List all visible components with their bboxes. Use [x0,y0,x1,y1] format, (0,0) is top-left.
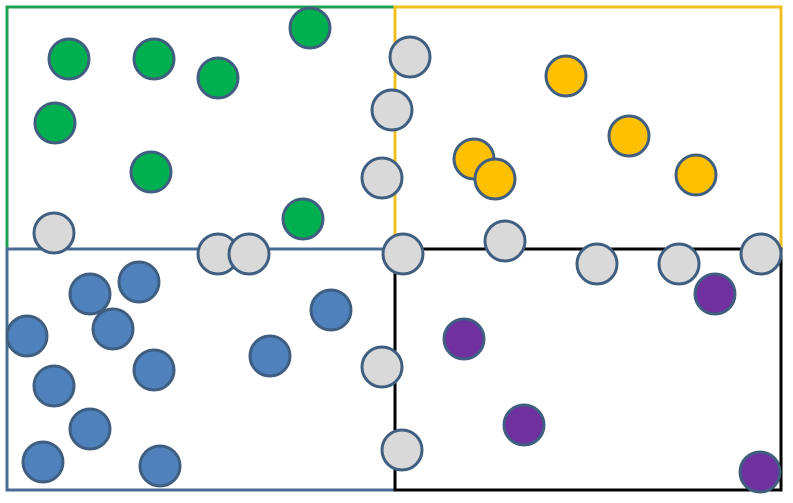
gray-boundary-node [227,232,271,276]
green-node [129,150,173,194]
yellow-node [607,114,651,158]
gray-boundary-node [483,219,527,263]
blue-node [309,288,353,332]
gray-boundary-node [380,428,424,472]
yellow-node [674,153,718,197]
purple-node [502,403,546,447]
purple-node [693,272,737,316]
gray-boundary-node [739,232,783,276]
green-node [196,56,240,100]
yellow-node [544,54,588,98]
gray-boundary-nodes [32,35,783,472]
blue-node [32,364,76,408]
blue-node [91,307,135,351]
gray-boundary-node [32,211,76,255]
purple-cluster [442,272,782,494]
gray-boundary-node [657,242,701,286]
gray-boundary-node [381,232,425,276]
green-node [47,37,91,81]
blue-node [248,334,292,378]
green-cluster [33,6,332,241]
green-node [132,37,176,81]
blue-node [138,444,182,488]
green-node [281,197,325,241]
yellow-cluster [452,54,718,201]
nodes-layer [5,6,783,494]
blue-node [132,348,176,392]
gray-boundary-node [370,88,414,132]
green-node [288,6,332,50]
region-top-right [393,5,783,251]
purple-node [442,317,486,361]
blue-cluster [5,260,353,488]
blue-node [21,440,65,484]
blue-node [117,260,161,304]
gray-boundary-node [360,345,404,389]
gray-boundary-node [575,242,619,286]
blue-node [68,407,112,451]
gray-boundary-node [360,156,404,200]
gray-boundary-node [388,35,432,79]
blue-node [5,314,49,358]
yellow-node [473,157,517,201]
blue-node [68,272,112,316]
green-node [33,101,77,145]
purple-node [738,450,782,494]
